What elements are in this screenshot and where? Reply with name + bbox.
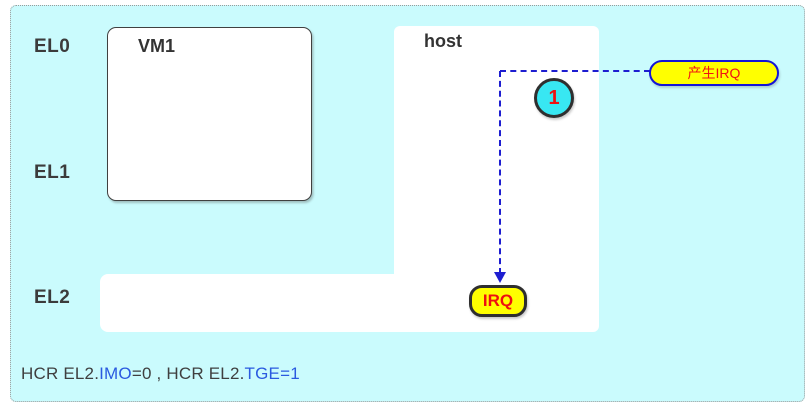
hcr-note-seg-3: =0 , HCR EL2. — [131, 364, 245, 383]
hcr-register-note: HCR EL2.IMO=0 , HCR EL2.TGE=1 — [21, 364, 300, 384]
dashed-connector-vertical — [499, 71, 501, 274]
hcr-note-seg-2: IMO — [99, 364, 132, 383]
vm1-box: VM1 — [107, 27, 312, 201]
hcr-note-seg-1: HCR EL2. — [21, 364, 100, 383]
step-1-number: 1 — [548, 86, 560, 109]
diagram-canvas: EL0 EL1 EL2 host VM1 产生IRQ 1 IRQ HCR EL2… — [10, 5, 805, 402]
row-label-el1: EL1 — [34, 162, 71, 183]
generate-irq-label: 产生IRQ — [687, 65, 741, 81]
irq-badge-label: IRQ — [482, 291, 514, 310]
irq-badge: IRQ — [469, 285, 527, 317]
step-1-badge: 1 — [534, 78, 574, 118]
arrow-down-icon — [494, 272, 506, 283]
hcr-note-seg-4: TGE=1 — [244, 364, 300, 383]
row-label-el2: EL2 — [34, 287, 71, 308]
dashed-connector-horizontal — [500, 70, 650, 72]
host-title: host — [424, 31, 462, 51]
row-label-el0: EL0 — [34, 36, 71, 57]
vm1-title: VM1 — [138, 36, 176, 56]
generate-irq-pill: 产生IRQ — [649, 60, 779, 86]
